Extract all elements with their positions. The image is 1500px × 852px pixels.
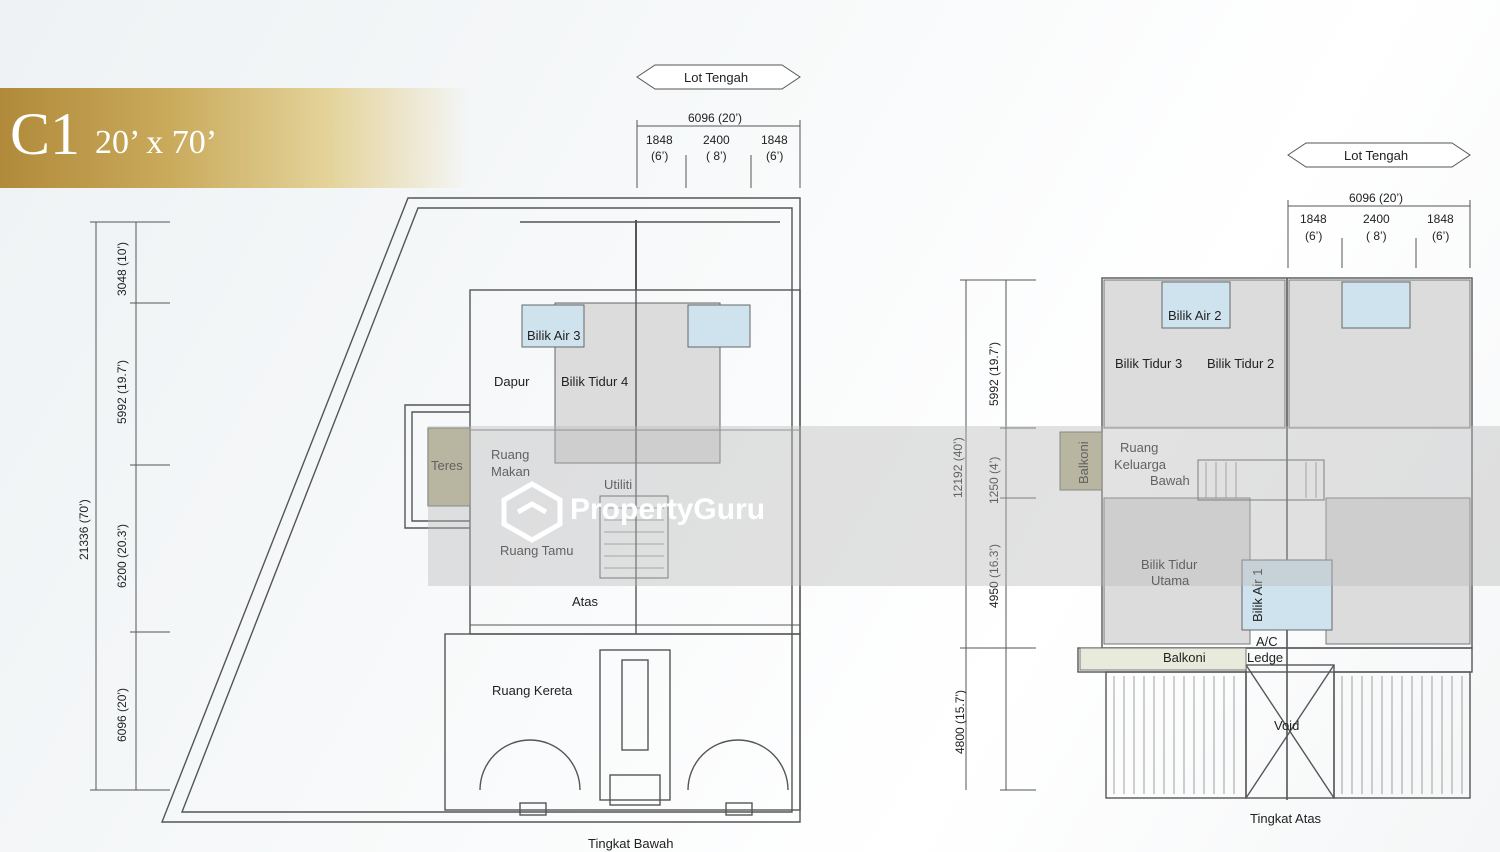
room-label-bilik-tidur-utama-1: Bilik Tidur — [1141, 557, 1198, 572]
depth-part-left-1: 3048 (10’) — [115, 242, 129, 296]
room-label-bilik-tidur-3: Bilik Tidur 3 — [1115, 356, 1182, 371]
depth-part-right-4: 4800 (15.7’) — [953, 690, 967, 754]
upper-floor-plan — [1077, 277, 1473, 800]
room-label-bawah: Bawah — [1150, 473, 1190, 488]
width-part-right-2-ft: ( 8’) — [1366, 229, 1387, 243]
width-part-right-3-mm: 1848 — [1427, 212, 1454, 226]
room-label-void: Void — [1274, 718, 1299, 733]
room-label-bilik-air-3: Bilik Air 3 — [527, 328, 580, 343]
lot-tag-left — [636, 64, 801, 90]
lot-label-left: Lot Tengah — [684, 70, 748, 85]
room-label-bilik-air-1: Bilik Air 1 — [1250, 569, 1265, 622]
width-part-right-1-ft: (6’) — [1305, 229, 1322, 243]
width-part-right-2-mm: 2400 — [1363, 212, 1390, 226]
room-label-bilik-tidur-2: Bilik Tidur 2 — [1207, 356, 1274, 371]
void-area — [1245, 664, 1335, 799]
lot-label-right: Lot Tengah — [1344, 148, 1408, 163]
side-balkoni-area — [1059, 431, 1103, 491]
depth-part-left-3: 6200 (20.3’) — [115, 524, 129, 588]
room-label-ruang-tamu: Ruang Tamu — [500, 543, 573, 558]
room-label-ruang-keluarga-1: Ruang — [1120, 440, 1158, 455]
watermark-text: PropertyGuru — [570, 493, 765, 526]
bilik-air-2-area — [1161, 281, 1231, 329]
width-total-right: 6096 (20’) — [1349, 191, 1403, 205]
room-label-teres: Teres — [431, 458, 463, 473]
unit-size: 20’ x 70’ — [95, 124, 218, 161]
width-part-left-3-ft: (6’) — [766, 149, 783, 163]
room-label-bilik-air-2: Bilik Air 2 — [1168, 308, 1221, 323]
room-label-atas: Atas — [572, 594, 599, 609]
room-label-dapur: Dapur — [494, 374, 530, 389]
room-label-utiliti: Utiliti — [604, 477, 632, 492]
staircase — [599, 495, 669, 579]
width-total-left: 6096 (20’) — [688, 111, 742, 125]
master-bedroom-area — [1103, 497, 1251, 645]
lot-tag-right — [1287, 142, 1471, 168]
room-label-bilik-tidur-utama-2: Utama — [1151, 573, 1190, 588]
room-label-ruang-kereta: Ruang Kereta — [492, 683, 573, 698]
room-label-ruang-makan-2: Makan — [491, 464, 530, 479]
car-porch-outline — [444, 633, 801, 811]
width-part-left-2-ft: ( 8’) — [706, 149, 727, 163]
unit-type-code: C1 — [10, 101, 81, 167]
floor-label-ground: Tingkat Bawah — [588, 836, 674, 851]
width-part-left-3-mm: 1848 — [761, 133, 788, 147]
propertyguru-logo-icon — [501, 481, 563, 543]
depth-part-right-3: 4950 (16.3’) — [987, 544, 1001, 608]
teres-area — [427, 427, 471, 507]
width-part-left-1-ft: (6’) — [651, 149, 668, 163]
width-part-left-2-mm: 2400 — [703, 133, 730, 147]
teres-bumpout — [404, 404, 470, 529]
room-label-ruang-makan-1: Ruang — [491, 447, 529, 462]
room-label-balkoni-side: Balkoni — [1076, 441, 1091, 484]
depth-part-right-1: 5992 (19.7’) — [987, 342, 1001, 406]
room-label-ac-1: A/C — [1256, 634, 1278, 649]
width-part-right-1-mm: 1848 — [1300, 212, 1327, 226]
room-label-ruang-keluarga-2: Keluarga — [1114, 457, 1167, 472]
depth-part-left-4: 6096 (20’) — [115, 688, 129, 742]
title-band — [0, 88, 470, 188]
land-boundary-inner — [180, 207, 793, 813]
room-label-balkoni: Balkoni — [1163, 650, 1206, 665]
depth-total-left: 21336 (70’) — [77, 499, 91, 560]
depth-part-right-2: 1250 (4’) — [987, 457, 1001, 504]
watermark-band — [428, 426, 1500, 586]
room-label-bilik-tidur-4: Bilik Tidur 4 — [561, 374, 628, 389]
floor-label-upper: Tingkat Atas — [1250, 811, 1322, 826]
depth-part-left-2: 5992 (19.7’) — [115, 360, 129, 424]
balkoni-area — [1079, 647, 1247, 671]
bathroom-area — [687, 304, 751, 348]
depth-total-right: 12192 (40’) — [951, 437, 965, 498]
roof-left — [1105, 671, 1247, 799]
bilik-air-3-area — [521, 304, 585, 348]
bilik-air-1-area — [1241, 559, 1333, 631]
upper-staircase — [1197, 459, 1325, 501]
land-boundary — [160, 197, 801, 823]
width-part-left-1-mm: 1848 — [646, 133, 673, 147]
room-label-ac-2: Ledge — [1247, 650, 1283, 665]
width-part-right-3-ft: (6’) — [1432, 229, 1449, 243]
